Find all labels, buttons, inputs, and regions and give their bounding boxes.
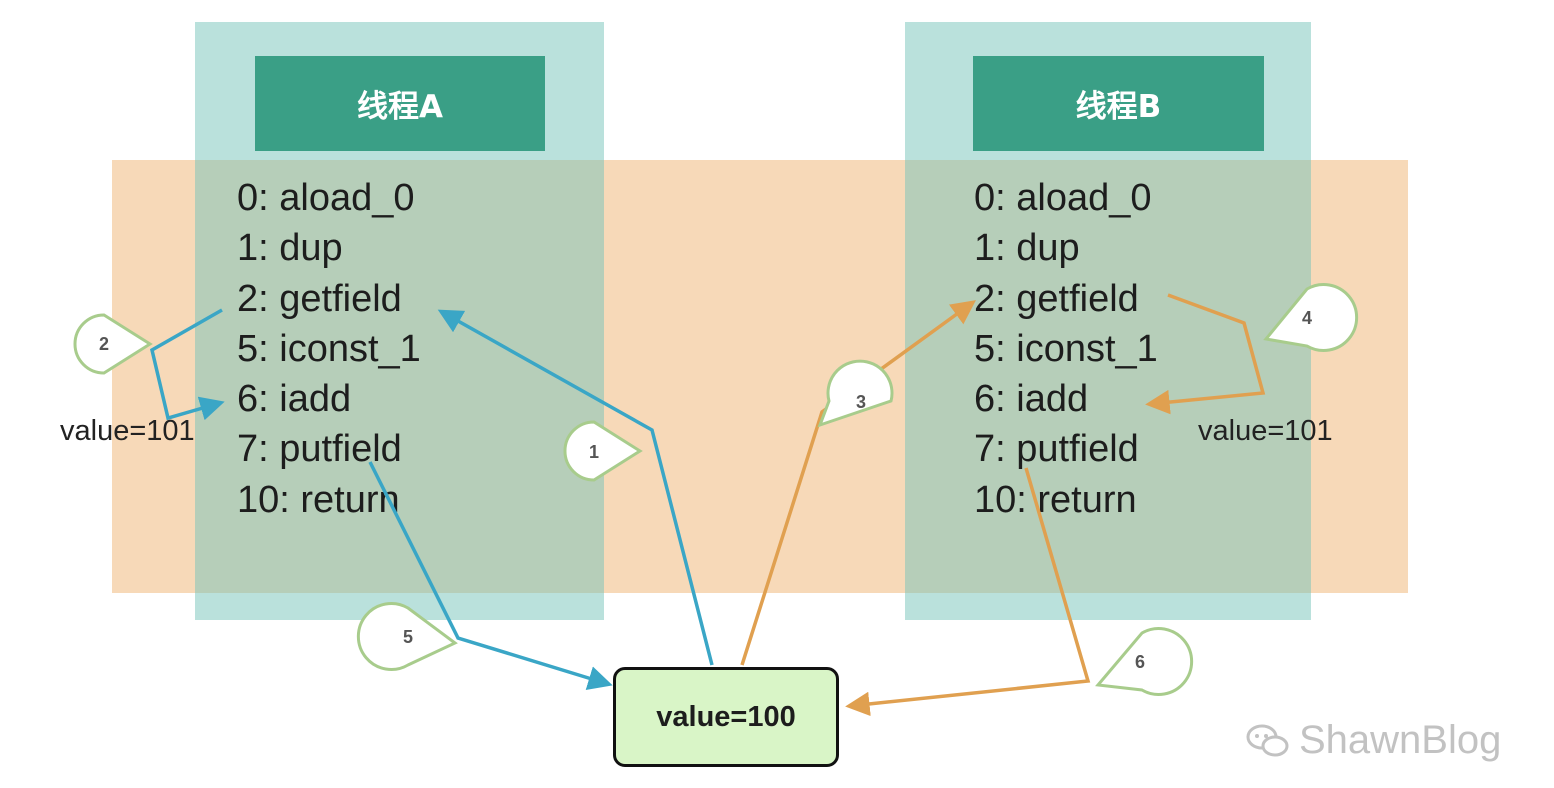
arrow-step-6 xyxy=(845,467,1091,717)
svg-text:3: 3 xyxy=(856,392,866,412)
step-bubble-2: 2 xyxy=(73,313,153,375)
step-bubble-5: 5 xyxy=(356,602,458,671)
instruction: 5: iconst_1 xyxy=(974,327,1158,370)
thread-a-value-note: value=101 xyxy=(60,415,195,447)
instruction: 2: getfield xyxy=(237,277,402,320)
instruction: 1: dup xyxy=(237,227,343,270)
svg-text:6: 6 xyxy=(1135,652,1145,672)
thread-b-header: 线程B xyxy=(973,56,1264,151)
svg-text:2: 2 xyxy=(99,334,109,354)
chat-bubbles-icon xyxy=(1246,724,1289,756)
main-memory-value: value=100 xyxy=(613,667,839,767)
instruction: 2: getfield xyxy=(974,277,1139,320)
instruction: 10: return xyxy=(237,478,400,521)
arrow-step-2 xyxy=(149,308,225,421)
arrow-step-1 xyxy=(437,309,714,666)
thread-b-value-note: value=101 xyxy=(1198,415,1333,447)
instruction: 6: iadd xyxy=(237,378,352,421)
step-bubble-6: 6 xyxy=(1095,627,1194,696)
svg-text:5: 5 xyxy=(403,627,413,647)
instruction: 0: aload_0 xyxy=(974,177,1152,219)
instruction: 10: return xyxy=(974,478,1137,521)
step-bubble-1: 1 xyxy=(563,420,643,482)
watermark: ShawnBlog xyxy=(1245,718,1501,763)
arrow-step-5 xyxy=(368,461,613,690)
thread-b-instructions: 0: aload_0 1: dup 2: getfield 5: iconst_… xyxy=(974,173,1158,525)
instruction: 7: putfield xyxy=(974,428,1139,471)
thread-a-header: 线程A xyxy=(255,56,545,151)
instruction: 1: dup xyxy=(974,227,1080,270)
instruction: 5: iconst_1 xyxy=(237,327,421,370)
svg-text:4: 4 xyxy=(1302,308,1312,328)
step-bubble-3: 3 xyxy=(817,359,894,428)
thread-a-instructions: 0: aload_0 1: dup 2: getfield 5: iconst_… xyxy=(237,173,421,525)
step-bubble-4: 4 xyxy=(1263,283,1359,352)
svg-text:1: 1 xyxy=(589,442,599,462)
instruction: 7: putfield xyxy=(237,428,402,471)
arrow-step-4 xyxy=(1145,293,1266,415)
instruction: 0: aload_0 xyxy=(237,177,415,219)
arrow-step-3 xyxy=(740,300,976,666)
instruction: 6: iadd xyxy=(974,378,1089,421)
watermark-text: ShawnBlog xyxy=(1299,718,1502,762)
